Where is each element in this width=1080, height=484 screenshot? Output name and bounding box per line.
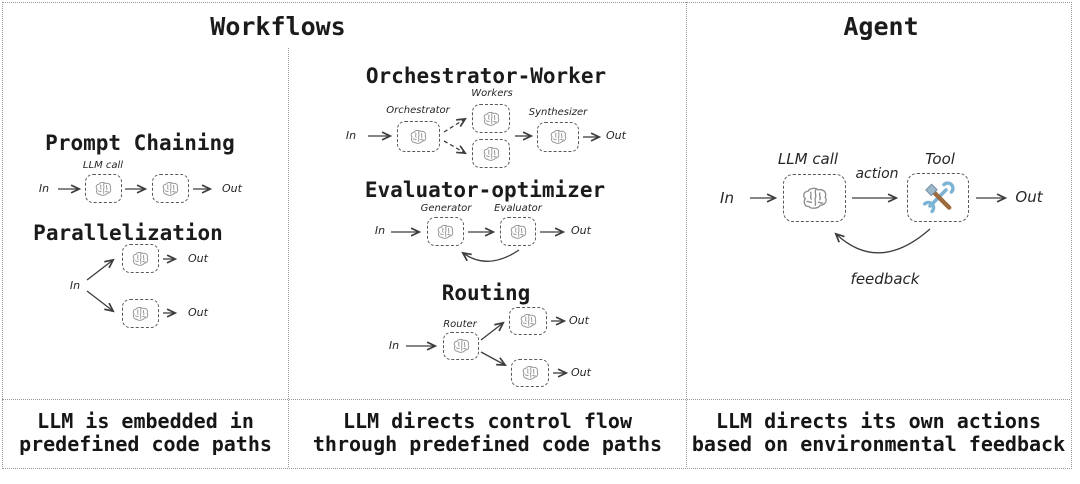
tool-label: Tool xyxy=(925,150,955,168)
synthesizer-label: Synthesizer xyxy=(528,107,588,118)
in-label: In xyxy=(69,279,81,292)
out-label: Out xyxy=(571,366,591,379)
llm-node xyxy=(122,299,159,328)
arrow xyxy=(443,140,465,153)
out-label: Out xyxy=(571,224,591,237)
evaluator-label: Evaluator xyxy=(494,203,542,214)
llm-node xyxy=(85,174,122,203)
brain-icon xyxy=(522,365,538,380)
brain-icon xyxy=(162,181,179,196)
orchestrator-node xyxy=(397,121,440,152)
workflows-panel-title: Workflows xyxy=(210,12,346,41)
brain-icon xyxy=(132,251,149,266)
hammer-wrench-icon xyxy=(921,181,955,215)
out-label: Out xyxy=(188,306,208,319)
in-label: In xyxy=(374,224,386,237)
brain-icon xyxy=(483,111,499,126)
brain-icon xyxy=(132,306,149,321)
caption-line: based on environmental feedback xyxy=(691,432,1066,456)
synthesizer-node xyxy=(537,122,579,152)
brain-icon xyxy=(437,224,454,239)
action-label: action xyxy=(855,166,899,182)
out-label: Out xyxy=(1015,188,1043,206)
worker-node xyxy=(472,104,510,133)
in-label: In xyxy=(38,182,50,195)
brain-icon xyxy=(520,313,536,328)
agent-caption: LLM directs its own actions based on env… xyxy=(687,400,1070,466)
caption-line: LLM directs control flow xyxy=(343,409,632,433)
caption-line: LLM is embedded in xyxy=(37,409,254,433)
evaluator-optimizer-title: Evaluator-optimizer xyxy=(364,178,606,202)
worker-node xyxy=(472,139,510,168)
evaluator-node xyxy=(500,217,536,246)
generator-label: Generator xyxy=(420,203,472,214)
workflows-left-caption: LLM is embedded in predefined code paths xyxy=(3,400,288,466)
brain-icon xyxy=(802,187,827,209)
in-label: In xyxy=(720,189,734,207)
out-label: Out xyxy=(222,182,242,195)
router-label: Router xyxy=(443,319,477,330)
in-label: In xyxy=(345,129,357,142)
llm-node xyxy=(511,359,549,387)
feedback-arrow xyxy=(463,249,520,262)
brain-icon xyxy=(410,129,427,144)
out-label: Out xyxy=(188,252,208,265)
agent-panel-title: Agent xyxy=(843,12,919,41)
brain-icon xyxy=(550,129,566,144)
llm-node xyxy=(122,244,159,273)
llm-call-label: LLM call xyxy=(82,160,124,171)
brain-icon xyxy=(483,146,499,161)
parallelization-title: Parallelization xyxy=(33,221,223,245)
feedback-label: feedback xyxy=(850,270,920,288)
arrow xyxy=(480,351,505,365)
brain-icon xyxy=(95,181,112,196)
orchestrator-worker-title: Orchestrator-Worker xyxy=(365,64,607,88)
arrow xyxy=(443,119,465,133)
router-node xyxy=(443,332,479,360)
llm-call-node xyxy=(783,174,846,222)
arrow xyxy=(86,290,113,311)
in-label: In xyxy=(388,339,400,352)
feedback-arrow xyxy=(836,228,931,254)
brain-icon xyxy=(510,224,526,239)
llm-call-label: LLM call xyxy=(777,150,839,168)
caption-line: through predefined code paths xyxy=(312,432,663,456)
arrow xyxy=(86,260,113,281)
routing-title: Routing xyxy=(441,281,531,305)
brain-icon xyxy=(453,338,469,353)
generator-node xyxy=(427,217,464,246)
orchestrator-label: Orchestrator xyxy=(386,105,450,116)
llm-node xyxy=(152,174,189,203)
prompt-chaining-title: Prompt Chaining xyxy=(45,131,235,155)
caption-line: LLM directs its own actions xyxy=(715,409,1042,433)
workers-label: Workers xyxy=(471,88,513,99)
out-label: Out xyxy=(606,129,626,142)
llm-node xyxy=(509,307,547,335)
tool-node xyxy=(907,173,969,222)
out-label: Out xyxy=(569,314,589,327)
workflows-middle-caption: LLM directs control flow through predefi… xyxy=(289,400,686,466)
caption-line: predefined code paths xyxy=(19,432,272,456)
workflows-agent-divider xyxy=(686,2,687,467)
